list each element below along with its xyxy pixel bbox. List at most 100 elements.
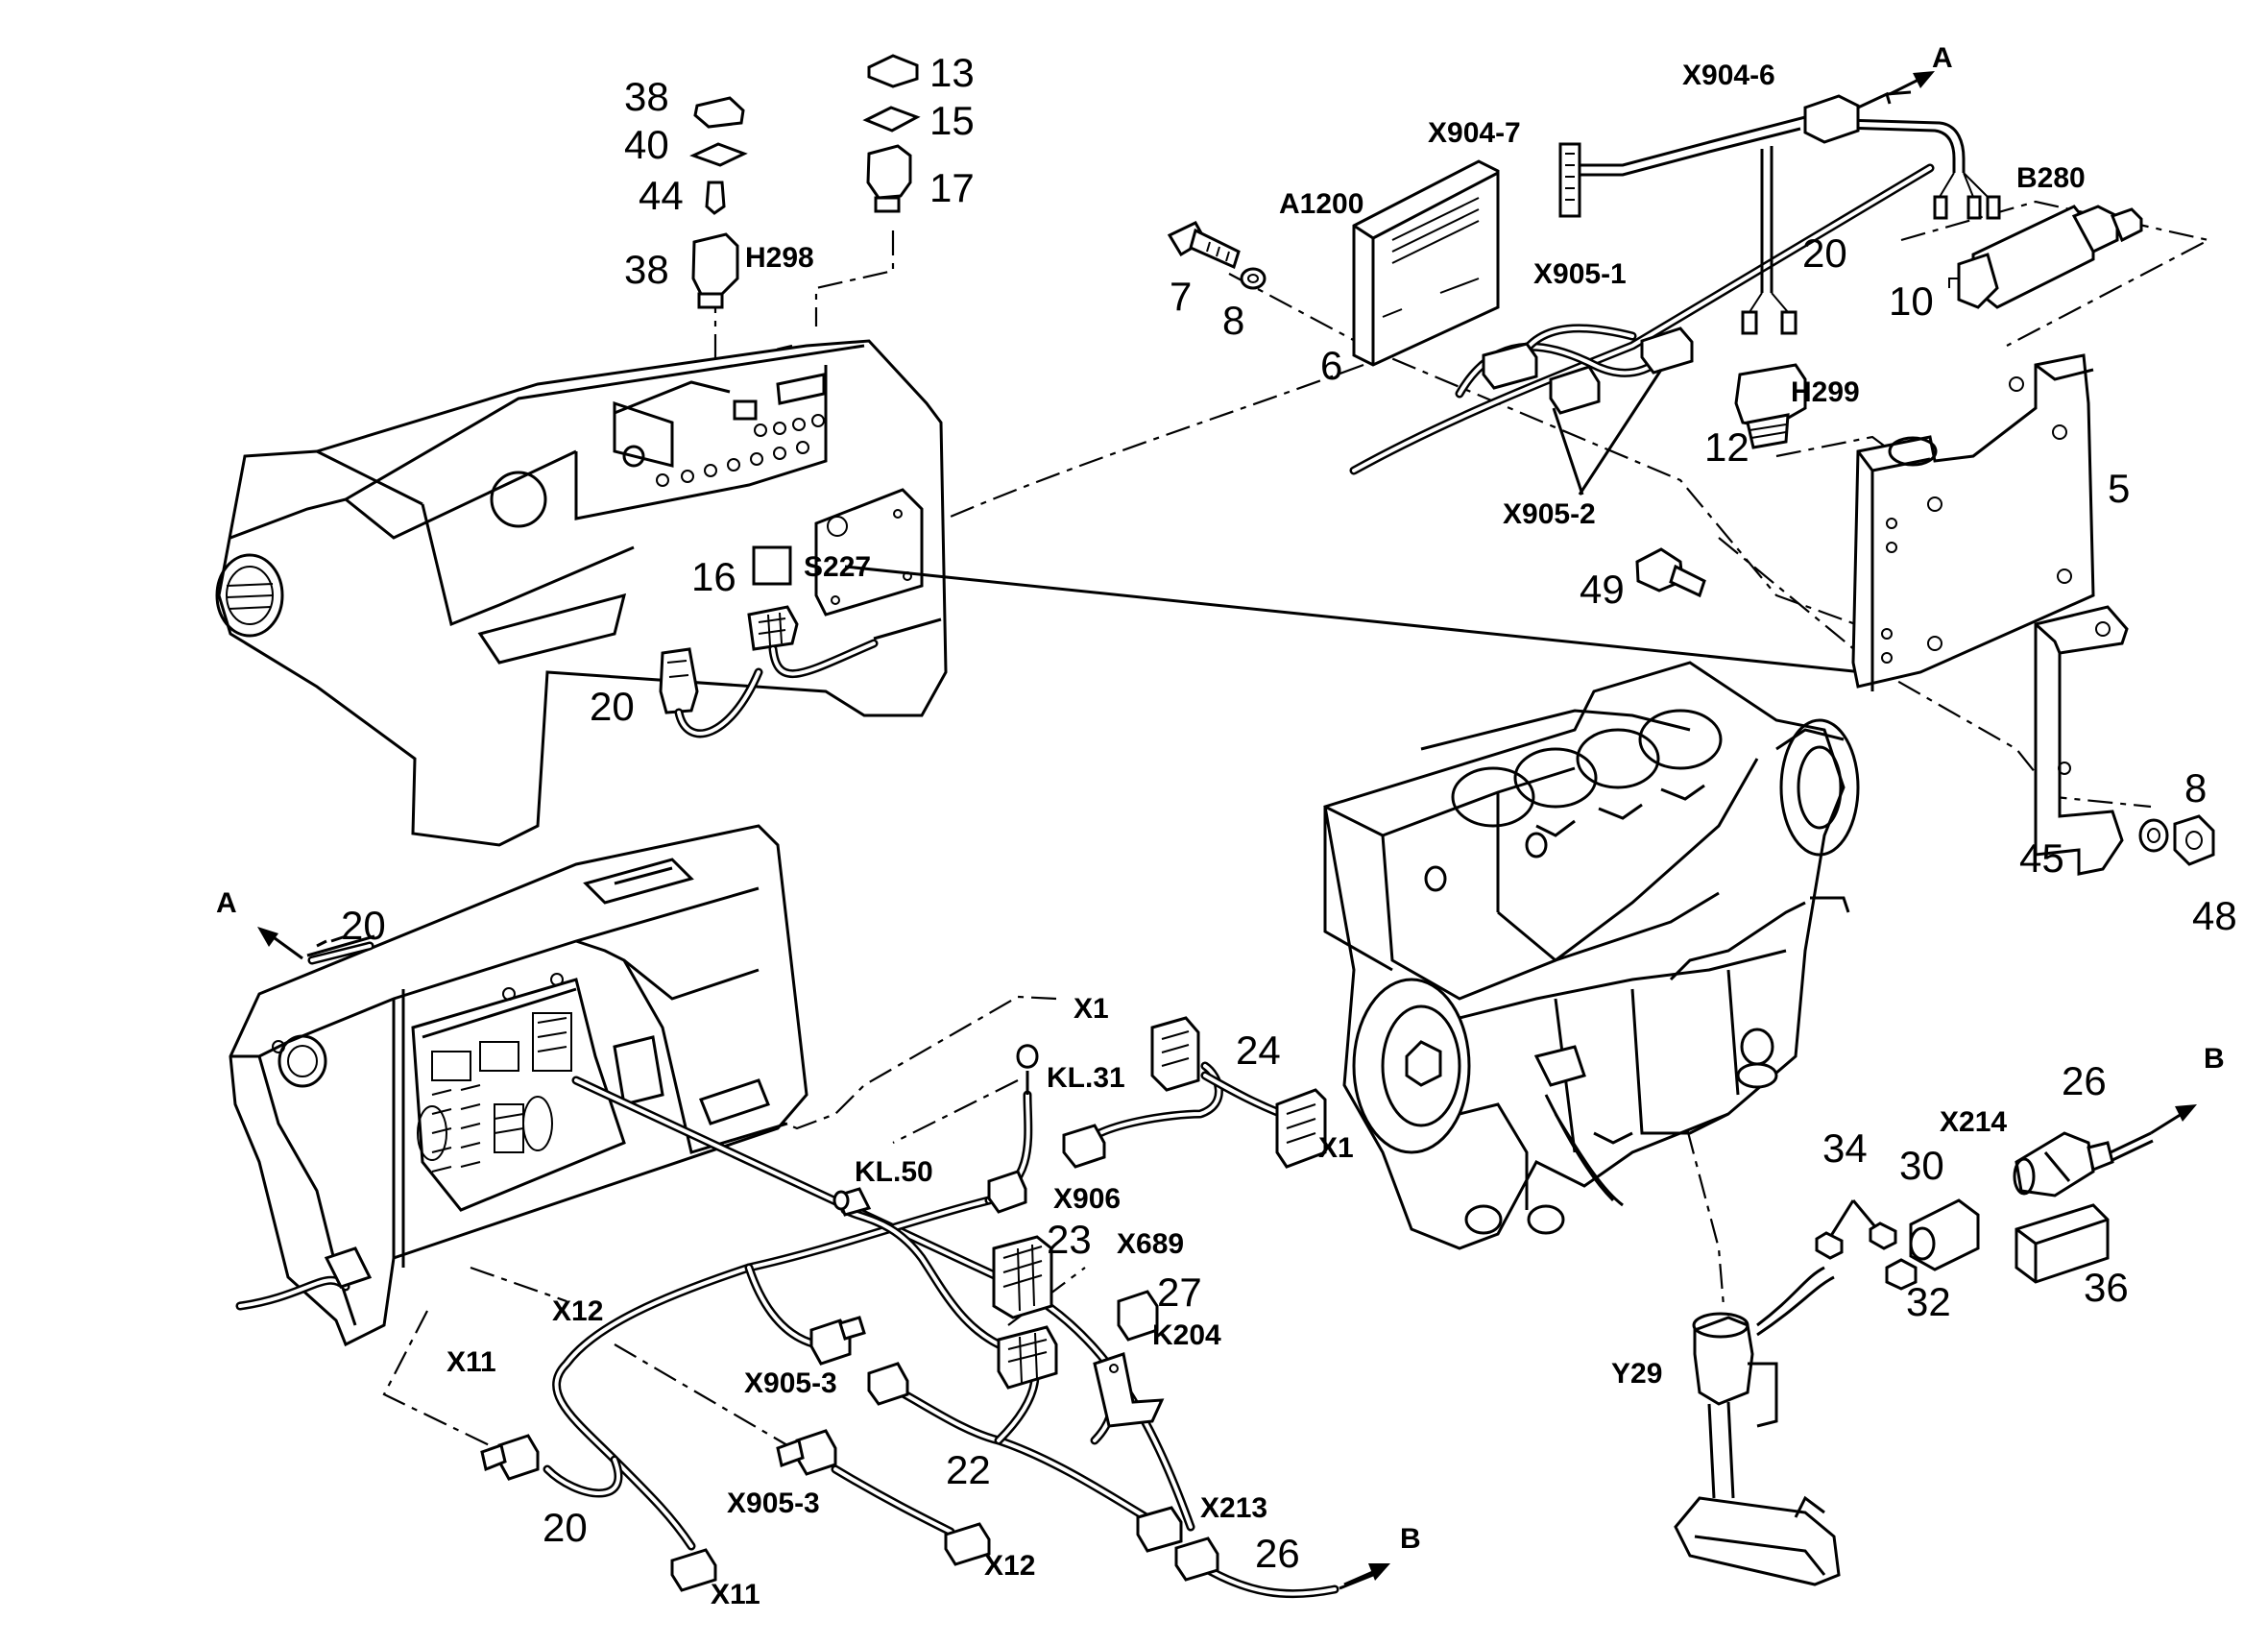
switch-parts-group: [689, 54, 921, 309]
callout-x689: X689: [1117, 1228, 1184, 1260]
callout-c26a: 26: [1255, 1531, 1300, 1576]
callout-c49: 49: [1580, 567, 1625, 612]
callout-x9047: X904-7: [1428, 117, 1521, 149]
cap-38: [693, 96, 745, 129]
callout-c40: 40: [624, 122, 669, 167]
callout-c20a: 20: [590, 684, 635, 729]
cap-13: [867, 54, 919, 88]
callout-c13: 13: [929, 50, 975, 95]
callout-c16: 16: [691, 554, 736, 599]
connector-x906: [1062, 1124, 1106, 1169]
callout-arrowA1: A: [1932, 42, 1953, 74]
callout-x12b: X12: [984, 1550, 1035, 1582]
seal-40: [689, 142, 748, 167]
solenoid-y29: [1674, 1266, 1841, 1586]
callout-c8b: 8: [2184, 765, 2207, 810]
seal-15: [862, 106, 921, 133]
callout-kl50: KL.50: [855, 1156, 933, 1188]
callout-kl31: KL.31: [1047, 1062, 1125, 1094]
bracket-45: [2034, 605, 2129, 876]
connector-x213-a: [1136, 1506, 1183, 1553]
callout-c22: 22: [946, 1447, 991, 1492]
engine: [1323, 661, 1860, 1250]
dashboard-wires: [674, 565, 1864, 738]
bolt-7: [1167, 221, 1241, 270]
arrow-b-lower: [1343, 1563, 1390, 1586]
callout-h298: H298: [745, 242, 814, 274]
callout-x1b: X1: [1318, 1132, 1354, 1164]
connector-x213-b: [1174, 1536, 1219, 1582]
callout-arrowA2: A: [216, 887, 237, 919]
callout-x213: X213: [1200, 1492, 1267, 1524]
washer-8-upper: [1240, 267, 1267, 290]
callout-c26b: 26: [2062, 1058, 2107, 1103]
small-parts-34-32: [1815, 1199, 1918, 1291]
nut-48: [2173, 814, 2215, 866]
callout-y29: Y29: [1611, 1358, 1662, 1390]
switch-housing-17: [866, 144, 912, 200]
switch-housing-h298: [691, 232, 739, 296]
callout-c15: 15: [929, 98, 975, 143]
callout-x12a: X12: [552, 1295, 603, 1327]
callout-c48: 48: [2192, 893, 2237, 938]
connector-x905-2b: [1640, 327, 1694, 375]
connector-x905-1: [1482, 342, 1538, 390]
relay-k204: [1117, 1290, 1159, 1342]
wire-20-upper-left: [307, 941, 374, 965]
callout-h299: H299: [1791, 376, 1860, 408]
callout-arrowB2: B: [2204, 1043, 2225, 1075]
dashboard-housing-upper: [215, 339, 948, 847]
callout-x1a: X1: [1074, 993, 1109, 1025]
connector-x12-b: [944, 1522, 991, 1566]
callout-c45: 45: [2019, 835, 2064, 881]
bulb-44: [705, 181, 726, 215]
callout-x11b: X11: [711, 1579, 760, 1610]
connector-x905-2a: [1549, 365, 1601, 415]
callout-c10: 10: [1889, 278, 1934, 324]
connector-x11-b: [670, 1548, 717, 1592]
ring-terminal-kl31: [1016, 1044, 1039, 1069]
callout-x906: X906: [1053, 1183, 1121, 1215]
callout-x9051: X905-1: [1533, 258, 1627, 290]
sensor-h299: [1734, 292, 1807, 449]
callout-c38a: 38: [624, 74, 669, 119]
callout-c20b: 20: [1802, 230, 1847, 276]
arrow-a-upper: [1889, 71, 1935, 96]
callout-c36: 36: [2084, 1265, 2129, 1310]
arrow-a-lower: [257, 927, 303, 960]
callout-s227: S227: [804, 551, 871, 583]
callout-k204: K204: [1152, 1319, 1221, 1351]
callout-c30: 30: [1899, 1143, 1944, 1188]
callout-c44: 44: [639, 173, 684, 218]
connector-x1-plug: [1275, 1088, 1327, 1169]
callout-c24: 24: [1236, 1028, 1281, 1073]
callout-x9053b: X905-3: [727, 1488, 820, 1519]
callout-c20c: 20: [341, 903, 386, 948]
washer-8-lower: [2138, 818, 2169, 853]
callout-c23: 23: [1047, 1217, 1092, 1262]
callout-x9052: X905-2: [1503, 498, 1596, 530]
callout-c38b: 38: [624, 247, 669, 292]
callout-b280: B280: [2016, 162, 2086, 194]
connector-x1-24: [1150, 1016, 1200, 1092]
callout-c6: 6: [1320, 343, 1342, 388]
callout-arrowB1: B: [1400, 1523, 1421, 1555]
connector-x214: [1909, 1131, 2154, 1284]
relay-bracket: [1093, 1352, 1165, 1428]
callout-c8a: 8: [1222, 298, 1244, 343]
callout-c20d: 20: [543, 1505, 588, 1550]
callout-c34: 34: [1822, 1125, 1868, 1171]
upper-harness: [1349, 90, 1966, 496]
callout-a1200: A1200: [1279, 188, 1363, 220]
callout-x9046: X904-6: [1682, 60, 1775, 91]
callout-c7: 7: [1170, 274, 1192, 319]
callout-c17: 17: [929, 165, 975, 210]
relay-base-x689: [992, 1235, 1053, 1319]
callout-c5: 5: [2108, 466, 2130, 511]
ecu-a1200: [1352, 159, 1500, 367]
callout-x9053a: X905-3: [744, 1367, 837, 1399]
bracket-5: [1851, 353, 2095, 691]
control-housing-lower: [229, 824, 808, 1347]
